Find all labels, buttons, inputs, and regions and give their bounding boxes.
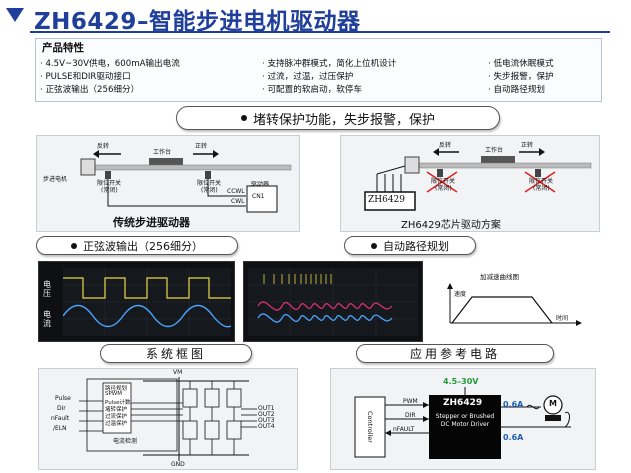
- nfault-label: nFAULT: [393, 426, 415, 433]
- nfault-label: nFault: [51, 415, 70, 422]
- feature-item: · 4.5V~30V供电，600mA输出电流: [40, 59, 180, 69]
- current-2-label: 0.6A: [503, 433, 524, 442]
- bullet-icon: [71, 242, 77, 249]
- reverse-label: 反转: [97, 143, 110, 150]
- traditional-driver-panel: 反转 正转 工作台 步进电机 限位开关 (常闭) 限位开关 (常闭) 驱动器 C…: [36, 135, 300, 232]
- bullet-icon: [371, 242, 377, 249]
- eln-label: /ELN: [53, 425, 67, 432]
- block-diagram-drawing: [79, 377, 257, 461]
- sine-output-heading: 正弦波输出（256细分）: [36, 236, 238, 255]
- app-circuit-drawing: [354, 387, 571, 459]
- feature-item: · 低电流休眠模式: [488, 59, 554, 69]
- stall-protection-heading: 堵转保护功能，失步报警，保护: [176, 106, 500, 130]
- time-axis-label: 时间: [556, 315, 569, 322]
- controller-label: Controller: [366, 411, 375, 443]
- feature-item: · 正弦波输出（256细分）: [40, 85, 140, 95]
- speed-curve: [447, 283, 582, 326]
- sine-waveforms: [62, 268, 232, 336]
- current-sense-label: 电流检测: [113, 438, 138, 445]
- ccwl-label: CCWL: [227, 188, 245, 195]
- cn1-label: CN1: [252, 193, 265, 200]
- out1-label: OUT1: [258, 405, 275, 412]
- header: ZH6429–智能步进电机驱动器: [0, 0, 631, 35]
- logic-item: SPWM: [105, 391, 122, 397]
- system-block-heading: 系统框图: [100, 344, 252, 363]
- out2-label: OUT2: [258, 411, 275, 418]
- title-underline: [30, 31, 610, 33]
- app-circuit-label: 应用参考电路: [409, 347, 500, 361]
- out3-label: OUT3: [258, 417, 275, 424]
- out4-label: OUT4: [258, 423, 275, 430]
- path-scope-capture: [243, 261, 423, 342]
- limit-switch-left-label: 限位开关: [431, 178, 456, 185]
- current-label: 电流: [43, 310, 51, 328]
- limit-switch-left-sub: (常闭): [101, 187, 118, 194]
- stall-protection-label: 堵转保护功能，失步报警，保护: [252, 112, 435, 128]
- forward-label: 正转: [521, 142, 534, 149]
- zh6429-solution-caption: ZH6429芯片驱动方案: [401, 220, 501, 231]
- supply-voltage-label: 4.5–30V: [443, 377, 479, 386]
- limit-switch-left-label: 限位开关: [97, 180, 122, 187]
- controller-block: Controller: [365, 405, 375, 449]
- scope-screen: [62, 268, 232, 336]
- path-waveforms: [248, 268, 418, 336]
- voltage-label: 电压: [43, 280, 51, 298]
- chip-description: Stepper or Brushed DC Motor Driver: [435, 413, 495, 428]
- table-label: 工作台: [153, 149, 172, 156]
- feature-item: · 失步报警，保护: [488, 72, 554, 82]
- motor-label: 步进电机: [43, 176, 68, 183]
- limit-switch-right-label: 限位开关: [529, 178, 554, 185]
- speed-curve-panel: 加减速曲线图 速度 时间: [428, 261, 596, 341]
- chip-label: ZH6429: [443, 398, 483, 408]
- dir-label: DIR: [405, 412, 416, 419]
- feature-item: · PULSE和DIR驱动接口: [40, 72, 131, 82]
- current-1-label: 0.6A: [503, 400, 524, 409]
- limit-switch-right-sub: (常闭): [533, 185, 550, 192]
- feature-item: · 可配置的软启动，软停车: [262, 85, 362, 95]
- sine-scope-capture: 电压 电流: [38, 261, 235, 342]
- table-label: 工作台: [485, 147, 504, 154]
- logic-item: 过温保护: [105, 421, 128, 427]
- traditional-driver-diagram: [80, 150, 292, 213]
- path-planning-heading: 自动路径规划: [344, 236, 476, 255]
- app-circuit-diagram: 4.5–30V ZH6429 Stepper or Brushed DC Mot…: [330, 368, 596, 470]
- limit-switch-left-sub: (常闭): [435, 185, 452, 192]
- feature-item: · 支持脉冲群模式，简化上位机设计: [262, 59, 397, 69]
- cwl-label: CWL: [231, 198, 245, 205]
- logic-item: 路径规划: [105, 386, 128, 392]
- page-title: ZH6429–智能步进电机驱动器: [34, 9, 361, 35]
- driver-label: 驱动器: [251, 181, 270, 188]
- limit-switch-right-label: 限位开关: [197, 180, 222, 187]
- path-planning-label: 自动路径规划: [383, 239, 449, 253]
- system-block-diagram: VM GND 电流检测 Pulse Dir nFault /ELN 路径规划 S…: [38, 368, 298, 470]
- speed-axis-label: 速度: [454, 291, 467, 298]
- pwm-label: PWM: [403, 398, 418, 405]
- features-box: [35, 38, 602, 102]
- pulse-input-label: Pulse: [55, 395, 71, 402]
- zh6429-solution-diagram: [364, 148, 592, 211]
- features-title: 产品特性: [42, 42, 84, 54]
- feature-item: · 自动路径规划: [488, 85, 546, 95]
- bullet-icon: [240, 115, 247, 121]
- vm-label: VM: [173, 369, 183, 376]
- gnd-label: GND: [171, 461, 185, 468]
- chevron-down-icon: [6, 8, 24, 22]
- system-block-label: 系统框图: [145, 347, 206, 361]
- app-circuit-heading: 应用参考电路: [356, 344, 554, 363]
- logic-item: 堵转保护: [105, 407, 128, 413]
- logic-item: 过流保护: [105, 414, 128, 420]
- reverse-label: 反转: [439, 142, 452, 149]
- forward-label: 正转: [195, 143, 208, 150]
- dir-input-label: Dir: [57, 405, 66, 412]
- sine-output-label: 正弦波输出（256细分）: [83, 239, 203, 253]
- motor-icon: M: [549, 399, 557, 408]
- feature-item: · 过流，过温，过压保护: [262, 72, 354, 82]
- chip-label: ZH6429: [368, 195, 406, 205]
- speed-curve-title: 加减速曲线图: [480, 273, 519, 281]
- logic-item: Pulse计数: [105, 400, 131, 406]
- zh6429-solution-panel: 反转 正转 工作台 ZH6429 限位开关 (常闭) 限位开关 (常闭) ZH6…: [340, 135, 600, 232]
- traditional-driver-caption: 传统步进驱动器: [113, 216, 190, 229]
- limit-switch-right-sub: (常闭): [201, 187, 218, 194]
